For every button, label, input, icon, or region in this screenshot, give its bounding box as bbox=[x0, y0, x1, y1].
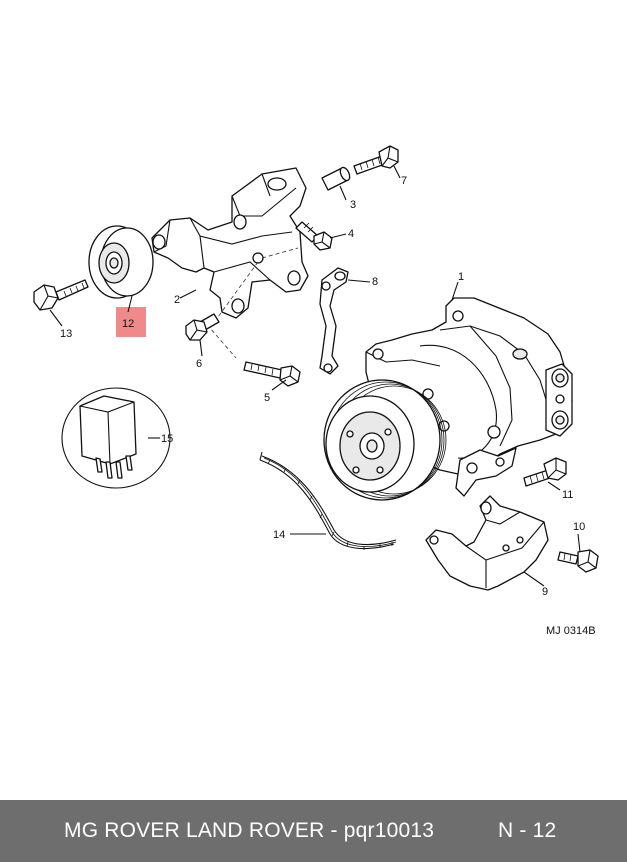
callout-1: 1 bbox=[458, 271, 464, 283]
sleeve-3 bbox=[321, 166, 351, 191]
idler-pulley bbox=[88, 225, 154, 299]
bolt-7 bbox=[353, 145, 399, 175]
callout-9: 9 bbox=[542, 586, 548, 598]
callout-4: 4 bbox=[348, 228, 354, 240]
callout-6: 6 bbox=[196, 358, 202, 370]
bolt-10 bbox=[557, 549, 599, 573]
parts-diagram: 1 2 3 4 5 6 7 8 9 10 11 12 13 14 15 MJ 0… bbox=[33, 145, 599, 637]
bolt-5 bbox=[243, 361, 301, 387]
callout-3: 3 bbox=[350, 199, 356, 211]
callout-7: 7 bbox=[401, 175, 407, 187]
relay-15 bbox=[61, 387, 171, 489]
callout-13: 13 bbox=[60, 328, 72, 340]
callout-8: 8 bbox=[372, 276, 378, 288]
mounting-bracket bbox=[151, 167, 309, 319]
bolt-13 bbox=[33, 279, 89, 311]
callout-2: 2 bbox=[174, 294, 180, 306]
hose-bracket-8 bbox=[319, 267, 349, 375]
bolt-4 bbox=[295, 221, 333, 251]
footer-bar: MG ROVER LAND ROVER - pqr10013 N - 12 bbox=[0, 800, 627, 862]
compressor-mount-bracket bbox=[455, 447, 517, 497]
callout-11: 11 bbox=[562, 489, 573, 501]
footer-brand-text: MG ROVER LAND ROVER - pqr10013 bbox=[64, 819, 435, 842]
assembly-line bbox=[261, 247, 299, 259]
callout-12: 12 bbox=[122, 318, 134, 330]
bolt-11 bbox=[523, 457, 567, 487]
callout-5: 5 bbox=[264, 392, 270, 404]
footer-page-code: N - 12 bbox=[498, 819, 557, 842]
bolt-6 bbox=[185, 313, 220, 341]
callout-15: 15 bbox=[161, 433, 173, 445]
exploded-view-svg: 1 2 3 4 5 6 7 8 9 10 11 12 13 14 15 MJ 0… bbox=[33, 145, 599, 637]
callout-14: 14 bbox=[273, 529, 285, 541]
assembly-line bbox=[209, 261, 259, 359]
part-12-highlight bbox=[116, 307, 146, 337]
leader-lines bbox=[49, 165, 581, 587]
drawing-reference: MJ 0314B bbox=[546, 625, 596, 637]
bracket-9 bbox=[425, 495, 549, 591]
compressor-pulley bbox=[323, 379, 447, 501]
callout-10: 10 bbox=[573, 521, 585, 533]
drive-belt bbox=[259, 451, 397, 550]
